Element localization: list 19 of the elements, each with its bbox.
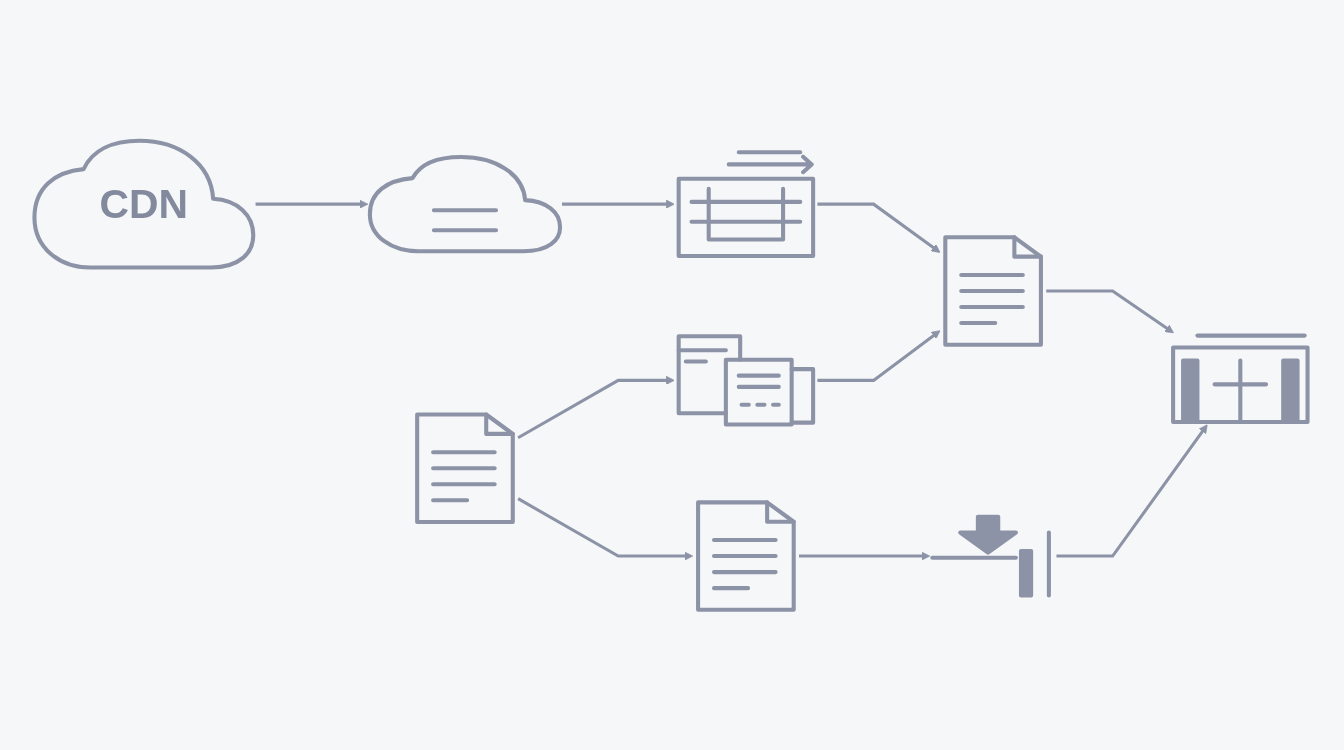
table-icon [676, 150, 816, 259]
fax-machine-icon [676, 334, 816, 427]
download-icon [930, 514, 1051, 598]
arrow [1046, 289, 1174, 334]
arrow [817, 202, 941, 253]
arrow [517, 497, 694, 561]
document-icon [415, 412, 515, 524]
cloud-icon [367, 155, 563, 254]
document-icon [943, 235, 1043, 347]
arrow [799, 551, 931, 561]
arrow [817, 330, 941, 382]
arrow [255, 199, 369, 209]
arrow [562, 199, 675, 209]
cloud-node [32, 138, 256, 270]
grid-panel-icon [1171, 333, 1310, 425]
arrow [1056, 424, 1208, 558]
node-label: CDN [99, 181, 189, 227]
document-icon [696, 500, 796, 612]
arrow [517, 375, 675, 440]
